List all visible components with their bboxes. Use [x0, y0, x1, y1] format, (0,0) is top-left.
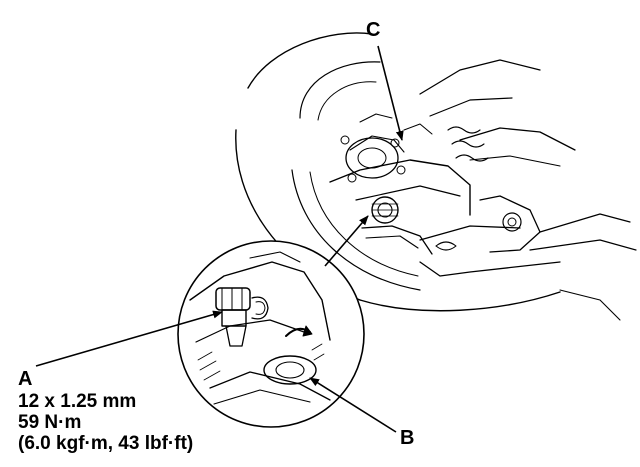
callout-b-label: B	[400, 427, 415, 449]
detail-magnifier	[177, 240, 365, 428]
callout-c-leader	[377, 45, 404, 141]
magnify-arrow	[324, 215, 369, 267]
bolt-size-text: 12 x 1.25 mm	[18, 391, 137, 412]
callout-c-label: C	[366, 19, 381, 41]
callout-b-leader	[309, 377, 397, 433]
wheel-assembly	[235, 32, 637, 321]
callout-a-leader	[35, 310, 223, 367]
torque-alt-units-text: (6.0 kgf·m, 43 lbf·ft)	[18, 433, 194, 454]
leader-lines	[35, 45, 404, 433]
callout-a-label: A	[18, 368, 33, 390]
torque-nm-text: 59 N·m	[18, 412, 82, 433]
